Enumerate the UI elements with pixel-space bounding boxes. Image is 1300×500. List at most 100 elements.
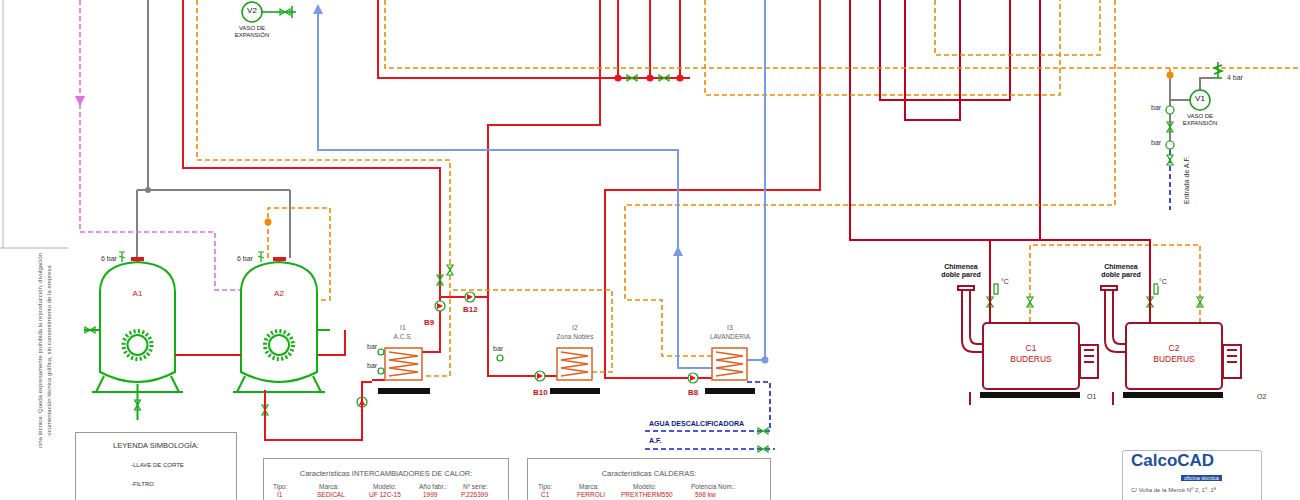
softened-water-pipe [645,382,770,431]
pressure-gauge [378,349,384,355]
pump-id: B8 [687,388,699,397]
exchanger-base [550,388,600,394]
gauge-unit: bar [366,343,378,351]
sheet-frame [0,0,68,248]
node-text: Características INTERCAMBIADORES DE CALO… [264,470,508,478]
pipe-label: A.F. [648,437,662,445]
legend-text: -LLAVE DE CORTE [130,462,185,469]
node-text: VASO DE EXPANSIÓN [1176,113,1224,126]
table-cell: 1999 [422,491,438,498]
node-text: A1 [100,290,175,299]
tank-manway [269,335,289,355]
shutoff-valve [1167,155,1173,165]
pipe-joint [145,187,151,193]
return-pipe [625,0,1115,356]
pipe-joint [647,75,654,82]
tank-nozzle [273,257,286,261]
table-cell: I1 [276,491,283,498]
copyright-note: cina técnica. Queda expresamente prohibi… [37,251,44,448]
pipe-connector [175,354,241,356]
tank-legs [233,376,325,392]
hot-pipe [183,0,440,352]
table-header: Marca: [318,483,340,490]
pressure-gauge [497,355,503,361]
pink-dashed-pipe [80,0,241,290]
shutoff-valve [758,446,768,452]
node-text: Características CALDERAS: [528,470,770,478]
node-text: A.C.S. [372,333,434,340]
table-cell: PREXTHERM550 [620,491,674,498]
hot-pipe [605,0,820,378]
boiler-pipe [905,0,960,120]
burner [1227,350,1237,362]
return-pipe [450,290,612,372]
shutoff-valve [1027,297,1033,307]
node-text: LAVANDERIA [698,333,762,340]
boiler-pipe [880,0,1010,100]
gauge-unit: bar [1150,139,1162,147]
safety-valve [1214,62,1222,78]
node-text: C2 [1127,344,1221,353]
hot-pipe [317,330,345,355]
flow-arrow [673,246,683,256]
heat-exchanger: I2Zona Nobles [543,324,607,398]
pipe-connector [990,240,1150,322]
burner [1080,345,1098,378]
double-wall-chimney [962,290,982,352]
shutoff-valve [280,9,290,15]
return-pipe [705,0,1060,95]
exchanger-plates [716,352,743,376]
table-cell: UF 12C-15 [368,491,402,498]
shutoff-valve [627,75,637,81]
tank-nozzle [131,257,144,261]
flow-arrow [313,4,323,14]
pump-symbol [465,292,475,302]
node-text: CalcoCAD [1131,452,1214,471]
flow-arrow [75,96,85,106]
table-cell: FERROLI [576,491,606,498]
tank-manway [265,331,293,359]
table-cell: C1 [540,491,550,498]
table-header: Marca: [578,483,600,490]
pump-symbol [535,371,545,381]
node-text: Zona Nobles [543,333,607,340]
hot-pipe [488,0,600,376]
shutoff-valve [85,327,95,333]
hot-pipe [175,354,241,356]
cold-water-pipe [645,448,775,450]
exchanger-plates [389,352,418,376]
pump-symbol [688,373,698,383]
pump-arrow [437,303,443,309]
gauge-unit: bar [366,362,378,370]
table-header: Potencia Nom.: [690,483,736,490]
grey-pipe [137,0,290,258]
shutoff-valve [758,428,768,434]
hot-pipe [440,296,488,298]
pipe-joint [677,75,684,82]
copyright-note: ocumentación técnica gráfica, sin consen… [46,264,53,436]
exchanger-plates [557,348,592,380]
pipe-joint [762,357,769,364]
pump-arrow [690,375,696,381]
exchanger-plates [561,352,588,376]
tank-body [241,262,317,382]
burner [1223,345,1241,378]
boiler-box: C1BUDERUS [982,322,1080,390]
pump-id: B10 [532,388,549,397]
pipe-joint [1167,72,1174,79]
boiler-base [1123,392,1223,398]
shutoff-valve [437,275,443,285]
node-text: C1 [984,344,1078,353]
node-text: A2 [241,290,317,299]
boiler-box: C2BUDERUS [1125,322,1223,390]
exchanger-plates [712,348,747,380]
heat-exchanger: I1A.C.S. [372,324,434,398]
pipe-joint [265,219,272,226]
hot-pipe [378,0,690,78]
boiler-pipe [850,0,1040,240]
table-header: Modelo: [632,483,657,490]
exchanger-plates [385,348,422,380]
node-text: VASO DE EXPANSIÓN [228,25,276,38]
table-header: Tipo: [272,483,288,490]
pressure-setting: 6 bar [236,255,254,263]
